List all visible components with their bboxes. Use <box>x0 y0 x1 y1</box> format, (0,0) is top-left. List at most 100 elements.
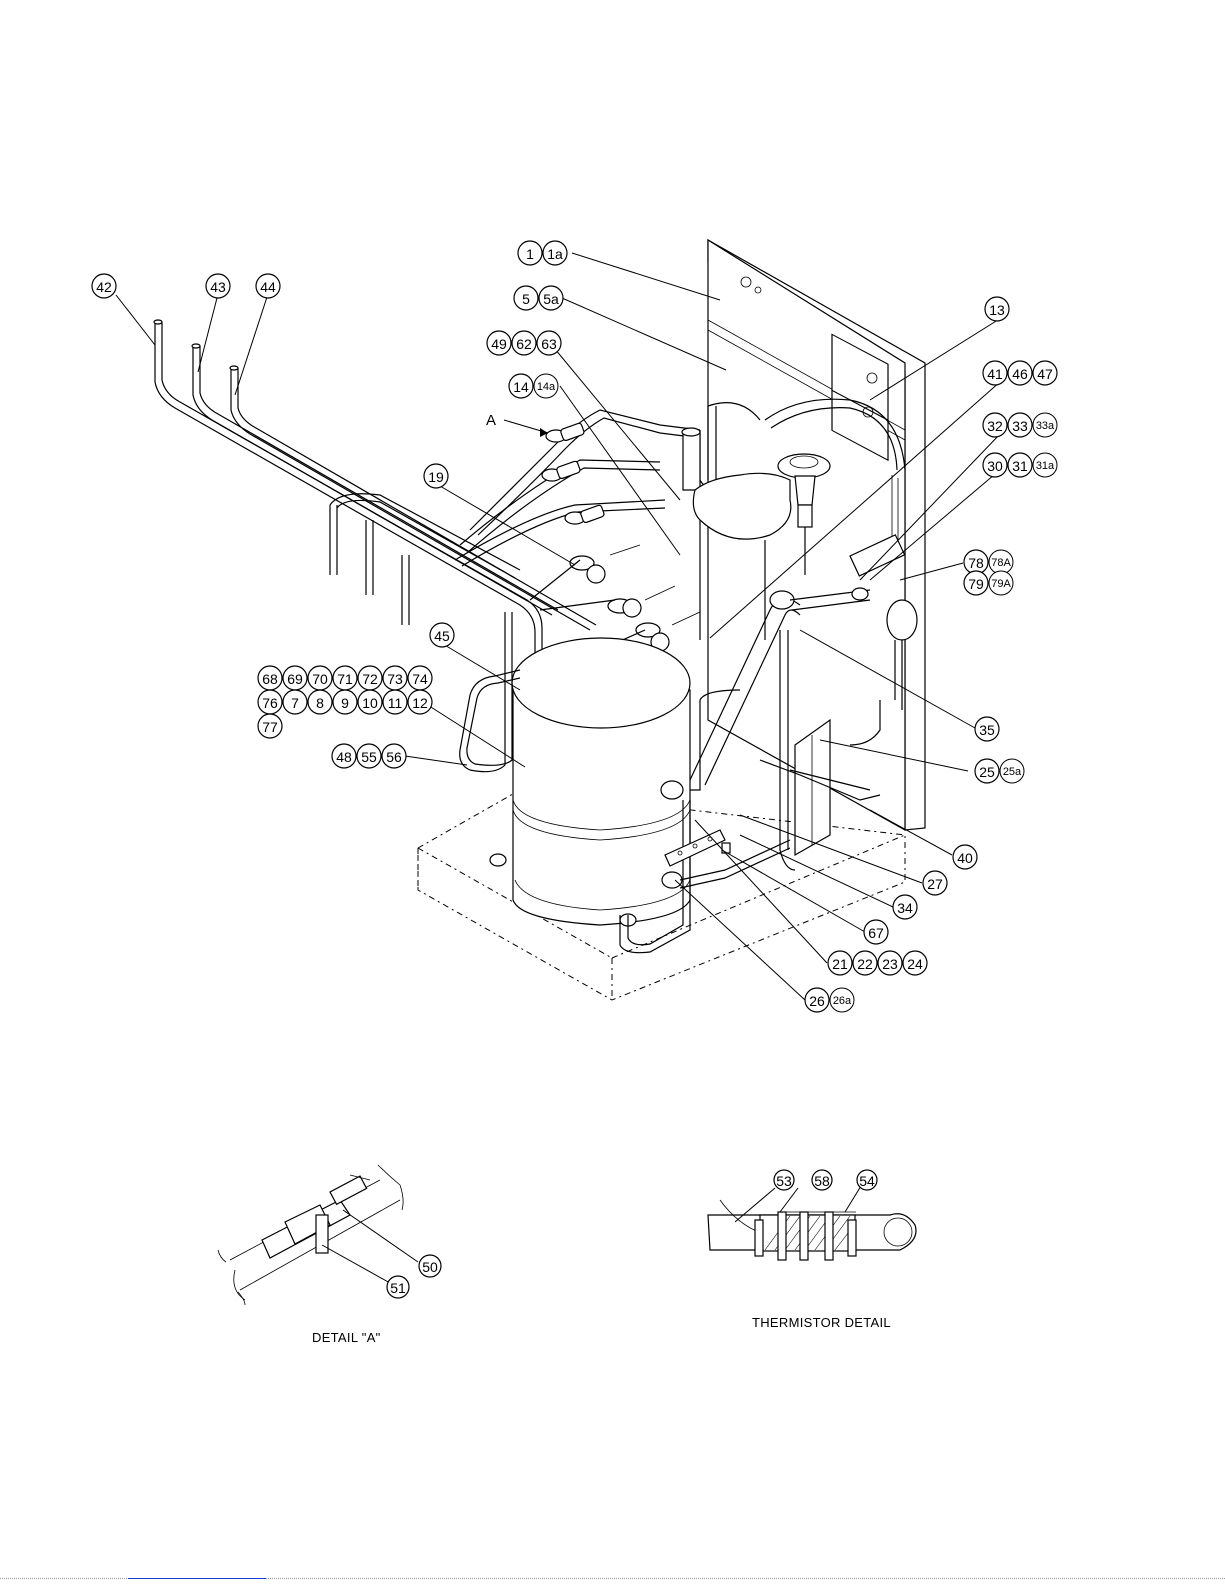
callout-balloon-32: 32 <box>983 413 1007 437</box>
callout-group-53: 53 <box>774 1170 794 1190</box>
callout-group-76-7-8-9-10-11-12: 76789101112 <box>258 690 432 714</box>
callout-balloon-54: 54 <box>857 1170 877 1190</box>
callout-group-48-55-56: 48 55 56 <box>332 744 406 768</box>
callout-label: 13 <box>989 302 1005 318</box>
callout-balloon-9: 9 <box>333 690 357 714</box>
callout-group-77: 77 <box>258 714 282 738</box>
callout-label: 21 <box>832 956 848 972</box>
callout-label: 77 <box>262 719 278 735</box>
callout-balloon-27: 27 <box>923 871 947 895</box>
callout-label: 53 <box>776 1173 792 1189</box>
field-connection-pipes <box>154 320 596 690</box>
callout-label: 22 <box>857 956 873 972</box>
callout-label: 45 <box>434 628 450 644</box>
callout-label: 35 <box>979 722 995 738</box>
callout-balloon-7: 7 <box>283 690 307 714</box>
callout-label: 73 <box>387 671 403 687</box>
callout-balloon-55: 55 <box>357 744 381 768</box>
callout-balloon-35: 35 <box>975 717 999 741</box>
callout-group-44: 44 <box>256 274 280 298</box>
callout-label: 25 <box>979 764 995 780</box>
callout-balloon-23: 23 <box>878 951 902 975</box>
callout-balloon-79a: 79A <box>989 571 1013 595</box>
callout-group-67: 67 <box>864 920 888 944</box>
callout-label: 34 <box>897 900 913 916</box>
callout-balloon-73: 73 <box>383 666 407 690</box>
callout-balloon-45: 45 <box>430 623 454 647</box>
callout-label: 23 <box>882 956 898 972</box>
detail-a-marker: A <box>486 412 496 429</box>
callout-label: 54 <box>859 1173 875 1189</box>
callout-label: 49 <box>491 336 507 352</box>
callout-balloon-25: 25 <box>975 759 999 783</box>
callout-label: 11 <box>388 695 403 711</box>
callout-balloon-56: 56 <box>382 744 406 768</box>
callout-label: 68 <box>262 671 278 687</box>
callout-balloon-70: 70 <box>308 666 332 690</box>
callout-label: 70 <box>312 671 328 687</box>
callout-label: 50 <box>422 1259 438 1275</box>
callout-balloon-25a: 25a <box>1000 759 1024 783</box>
callout-label: 19 <box>428 469 444 485</box>
callout-balloon-44: 44 <box>256 274 280 298</box>
callout-group-25-25a: 25 25a <box>975 759 1024 783</box>
callout-balloon-79: 79 <box>964 571 988 595</box>
callout-label: 26 <box>809 993 825 1009</box>
callout-balloon-69: 69 <box>283 666 307 690</box>
callout-label: 14a <box>537 381 556 393</box>
callout-label: 62 <box>516 336 532 352</box>
callout-label: 78A <box>991 557 1011 569</box>
callout-label: 55 <box>361 749 377 765</box>
callout-group-13: 13 <box>985 297 1009 321</box>
callout-balloon-53: 53 <box>774 1170 794 1190</box>
callout-balloon-12: 12 <box>408 690 432 714</box>
callout-balloon-33: 33 <box>1008 413 1032 437</box>
callout-group-21-22-23-24: 21 22 23 24 <box>828 951 927 975</box>
callout-balloon-47: 47 <box>1033 361 1057 385</box>
callout-balloon-5: 5 <box>514 286 538 310</box>
callout-label: 24 <box>907 956 923 972</box>
callout-balloon-50: 50 <box>419 1255 441 1277</box>
callout-balloon-1a: 1a <box>543 241 567 265</box>
callout-label: 40 <box>957 850 973 866</box>
thermistor-detail-caption: THERMISTOR DETAIL <box>752 1315 891 1330</box>
callout-balloon-49: 49 <box>487 331 511 355</box>
callout-label: 42 <box>96 279 112 295</box>
callout-label: 14 <box>513 379 529 395</box>
callout-group-50: 50 <box>419 1255 441 1277</box>
callout-label: 74 <box>412 671 428 687</box>
callout-label: 79 <box>968 576 984 592</box>
callout-label: 47 <box>1037 366 1053 382</box>
callout-balloon-63: 63 <box>537 331 561 355</box>
callout-group-35: 35 <box>975 717 999 741</box>
callout-group-49-62-63: 49 62 63 <box>487 331 561 355</box>
service-valves <box>530 422 700 651</box>
callout-group-26-26a: 2626a <box>805 988 854 1012</box>
callout-label: 31 <box>1012 458 1028 474</box>
callout-label: 10 <box>362 695 378 711</box>
callout-balloon-46: 46 <box>1008 361 1032 385</box>
callout-label: 67 <box>868 925 884 941</box>
compressor <box>490 638 690 926</box>
callout-balloon-5a: 5a <box>539 286 563 310</box>
callout-label: 79A <box>991 578 1011 590</box>
callout-label: 5 <box>522 291 530 307</box>
callout-label: 56 <box>386 749 402 765</box>
callout-group-43: 43 <box>206 274 230 298</box>
callout-balloon-48: 48 <box>332 744 356 768</box>
callout-balloon-13: 13 <box>985 297 1009 321</box>
callout-group-19: 19 <box>424 464 448 488</box>
callout-label: 33a <box>1036 420 1055 432</box>
callout-balloon-51: 51 <box>387 1276 409 1298</box>
callout-balloon-34: 34 <box>893 895 917 919</box>
callout-group-42: 42 <box>92 274 116 298</box>
callout-label: 9 <box>341 695 349 711</box>
callout-balloon-21: 21 <box>828 951 852 975</box>
callout-balloon-68: 68 <box>258 666 282 690</box>
callout-balloon-31: 31 <box>1008 453 1032 477</box>
callout-group-54: 54 <box>857 1170 877 1190</box>
